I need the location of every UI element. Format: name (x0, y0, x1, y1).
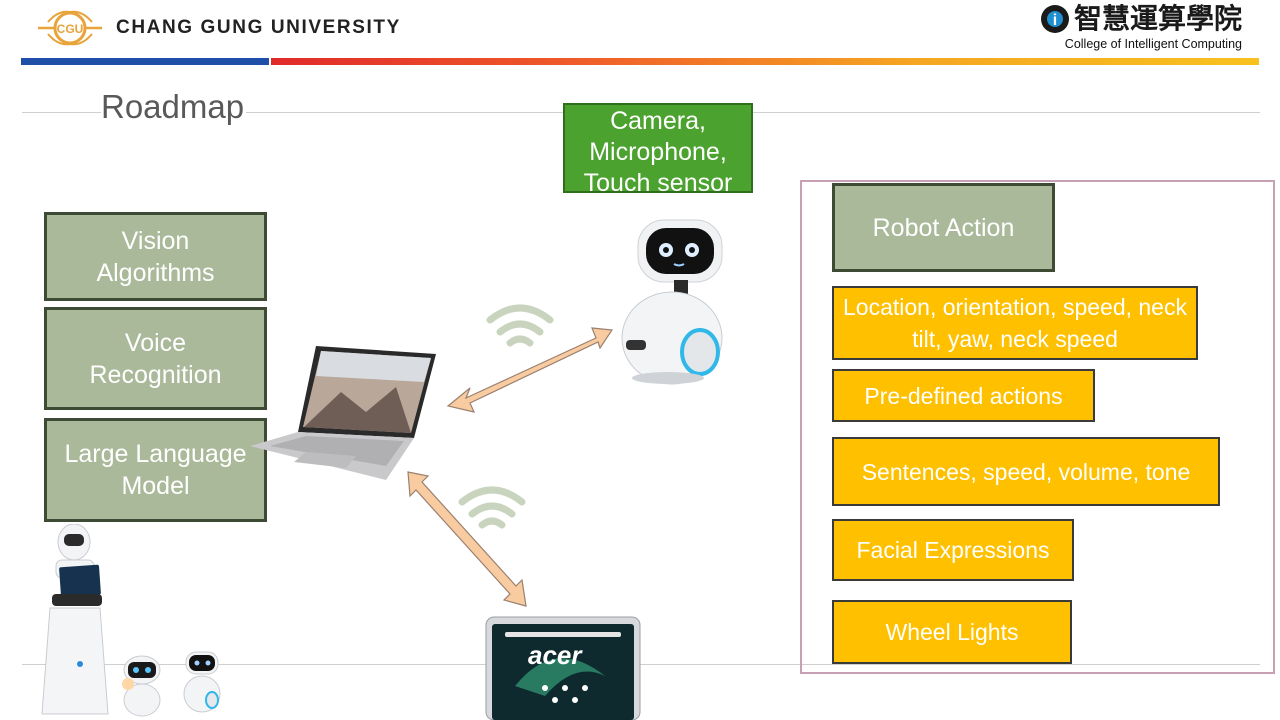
action-item-sentences: Sentences, speed, volume, tone (832, 437, 1220, 506)
wifi-icon (486, 304, 554, 347)
svg-text:CGU: CGU (57, 22, 84, 36)
college-name-cn: 智慧運算學院 (1073, 3, 1242, 34)
action-item-predefined-label: Pre-defined actions (864, 382, 1063, 409)
service-robots-icon (41, 524, 221, 717)
module-voice: Voice Recognition (44, 307, 267, 410)
action-item-wheel-lights-label: Wheel Lights (885, 619, 1019, 645)
slide-title: Roadmap (101, 88, 247, 126)
arrow-laptop-robot (446, 327, 614, 413)
college-block: i 智慧運算學院 College of Intelligent Computin… (1040, 2, 1242, 51)
svg-text:i: i (1053, 12, 1057, 29)
robot-action-title-box: Robot Action (832, 183, 1055, 272)
module-llm-label: Large Language Model (64, 440, 247, 500)
module-vision-label: Vision Algorithms (96, 226, 215, 287)
zenbo-robot-icon (621, 219, 723, 385)
arrow-laptop-tablet (407, 471, 527, 607)
action-item-predefined: Pre-defined actions (832, 369, 1095, 422)
sensors-box: Camera, Microphone, Touch sensor (563, 103, 753, 197)
action-item-location: Location, orientation, speed, neck tilt,… (832, 286, 1198, 360)
tablet-brand: acer (528, 640, 582, 670)
action-item-location-label: Location, orientation, speed, neck tilt,… (843, 294, 1187, 352)
header-bar-blue (21, 58, 269, 65)
college-logo-icon: i (1040, 5, 1069, 33)
wifi-icon (458, 486, 526, 529)
header-bar-gradient (271, 58, 1259, 65)
robot-action-title: Robot Action (872, 213, 1015, 242)
module-llm: Large Language Model (44, 418, 267, 522)
cgu-logo-icon: CGU (38, 10, 102, 46)
robot-action-panel (800, 180, 1275, 674)
action-item-sentences-label: Sentences, speed, volume, tone (861, 458, 1191, 485)
college-name-en: College of Intelligent Computing (1064, 37, 1242, 51)
action-item-wheel-lights: Wheel Lights (832, 600, 1072, 664)
module-vision: Vision Algorithms (44, 212, 267, 301)
connection-arrows (407, 327, 614, 607)
university-name: CHANG GUNG UNIVERSITY (116, 17, 401, 38)
tablet-icon (485, 616, 641, 720)
action-item-facial: Facial Expressions (832, 519, 1074, 581)
bottom-rule (22, 664, 1260, 665)
action-item-facial-label: Facial Expressions (856, 537, 1050, 563)
module-voice-label: Voice Recognition (89, 328, 222, 389)
laptop-icon (250, 346, 436, 480)
